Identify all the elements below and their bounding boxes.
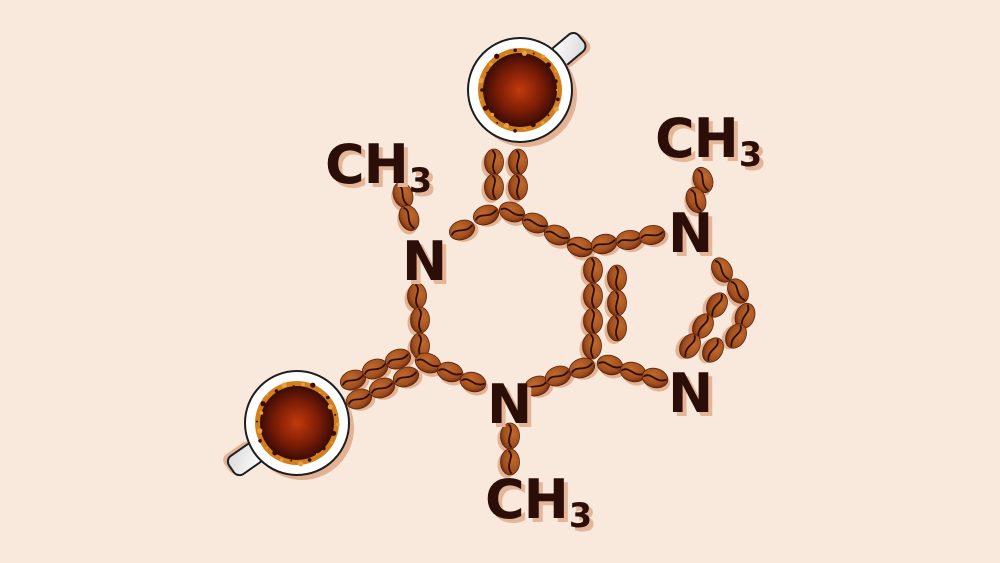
- atom-symbol: CH: [485, 468, 569, 531]
- atom-subscript: 3: [408, 161, 432, 201]
- atom-subscript: 3: [568, 496, 592, 536]
- coffee-bean-icon: [392, 366, 423, 389]
- coffee-bean-icon: [339, 369, 370, 392]
- coffee-bean-icon: [698, 337, 724, 364]
- coffee-bean-icon: [702, 292, 728, 319]
- coffee-bean-icon: [497, 422, 520, 452]
- atom-subscript: 3: [738, 135, 762, 175]
- atom-symbol: N: [668, 362, 714, 425]
- coffee-bean-icon: [638, 224, 669, 248]
- coffee-bean-icon: [684, 186, 707, 217]
- coffee-bean-icon: [568, 357, 599, 380]
- coffee-bean-icon: [497, 448, 520, 478]
- atom-label-ch3-bottom: CH3: [485, 473, 592, 533]
- coffee-bean-icon: [543, 224, 572, 249]
- coffee-bean-icon: [523, 375, 554, 398]
- coffee-bean-icon: [590, 233, 621, 256]
- coffee-bean-icon: [404, 282, 427, 312]
- coffee-cups: [223, 32, 591, 480]
- coffee-bean-icon: [481, 148, 504, 178]
- coffee-bean-icon: [448, 219, 479, 242]
- coffee-bean-icon: [721, 323, 747, 350]
- atom-symbol: N: [487, 373, 533, 436]
- coffee-bean-icon: [407, 306, 430, 336]
- coffee-cup-icon: [467, 32, 591, 147]
- atom-symbol: CH: [655, 107, 739, 170]
- coffee-bean-icon: [619, 361, 648, 386]
- coffee-bean-icon: [397, 204, 420, 235]
- atom-symbol: N: [402, 230, 448, 293]
- coffee-bean-icon: [604, 289, 627, 319]
- coffee-bean-icon: [505, 173, 528, 203]
- coffee-bean-icon: [579, 332, 602, 362]
- coffee-bean-icon: [436, 361, 465, 386]
- coffee-bean-icon: [368, 377, 399, 400]
- coffee-bean-icon: [580, 307, 603, 337]
- coffee-bean-icon: [481, 173, 504, 203]
- coffee-bean-icon: [414, 352, 443, 377]
- atom-label-n-bottom: N: [487, 378, 532, 432]
- coffee-bean-icon: [688, 313, 714, 340]
- atom-label-n-right-top: N: [668, 207, 713, 261]
- coffee-bean-icon: [580, 282, 603, 312]
- coffee-bean-icon: [345, 388, 376, 411]
- atom-symbol: N: [668, 202, 714, 265]
- coffee-bean-icon: [505, 148, 528, 178]
- coffee-bean-icon: [459, 371, 488, 396]
- coffee-bean-icon: [580, 256, 603, 286]
- coffee-cup-icon: [223, 370, 354, 480]
- coffee-bean-icon: [361, 358, 392, 381]
- atom-label-n-right-bottom: N: [668, 367, 713, 421]
- atom-symbol: CH: [325, 133, 409, 196]
- coffee-bean-icon: [604, 264, 627, 294]
- coffee-bean-icon: [521, 212, 550, 237]
- coffee-bean-icon: [384, 348, 415, 371]
- coffee-bean-icon: [641, 367, 670, 392]
- coffee-bean-icon: [472, 204, 503, 227]
- coffee-bean-icon: [726, 278, 749, 308]
- coffee-bean-icon: [691, 166, 714, 197]
- atom-label-n-left: N: [402, 235, 447, 289]
- atom-label-ch3-top-right: CH3: [655, 112, 762, 172]
- coffee-bean-icon: [710, 257, 733, 287]
- coffee-bean-icon: [675, 333, 701, 360]
- coffee-bean-icon: [604, 314, 627, 344]
- atom-label-ch3-top-left: CH3: [325, 138, 432, 198]
- coffee-bean-bonds: [339, 148, 756, 478]
